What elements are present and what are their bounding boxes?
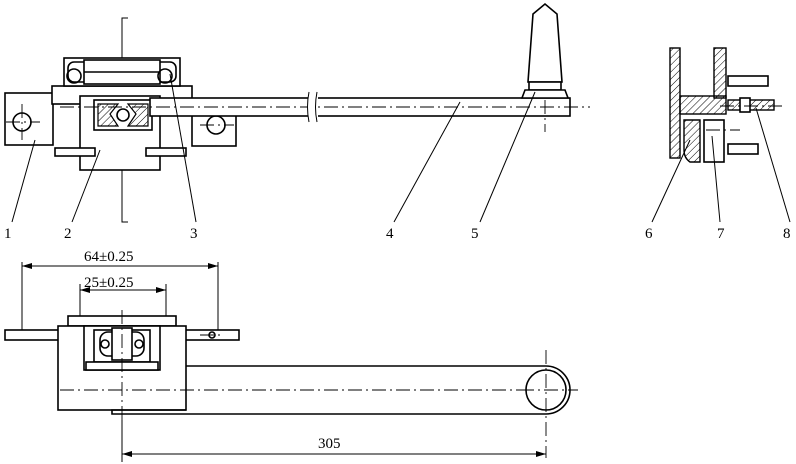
dim-arm-length: 305	[318, 436, 341, 452]
part-label-8: 8	[783, 226, 791, 242]
arm-break-right	[315, 91, 318, 123]
leader-3	[169, 73, 197, 223]
part-label-4: 4	[386, 226, 394, 242]
plan-pin-left	[100, 339, 110, 349]
left-flange	[54, 147, 96, 157]
plan-pin-right	[134, 339, 144, 349]
leader-4	[393, 101, 461, 223]
side-pin-head	[739, 97, 751, 113]
clamp-pin-left	[66, 68, 82, 84]
part-label-5: 5	[471, 226, 479, 242]
dim305-arrow-right	[536, 451, 546, 457]
part-label-2: 2	[64, 226, 72, 242]
part-label-6: 6	[645, 226, 653, 242]
knob-base	[520, 89, 570, 99]
dim25-arrow-left	[80, 287, 90, 293]
arm-break-gap	[308, 92, 318, 122]
part-label-7: 7	[717, 226, 725, 242]
slot-hatch-right	[126, 103, 149, 127]
leader-7	[711, 135, 721, 223]
leader-1	[11, 139, 36, 223]
part-label-1: 1	[4, 226, 12, 242]
dim-overall-width: 64±0.25	[84, 249, 133, 265]
part-label-3: 3	[190, 226, 198, 242]
right-flange	[145, 147, 187, 157]
clamp-pin-right	[157, 68, 173, 84]
knob-collar	[528, 81, 562, 91]
side-plate-left	[669, 47, 681, 159]
dim64-arrow-left	[22, 263, 32, 269]
side-lower-arm	[727, 143, 759, 155]
slot-hatch-left	[97, 103, 120, 127]
dim25-arrow-right	[156, 287, 166, 293]
plan-view: 64±0.25 25±0.25 305	[4, 249, 578, 462]
leader-5	[479, 91, 536, 223]
side-section-view: 6 7 8	[645, 47, 791, 242]
dim64-arrow-right	[208, 263, 218, 269]
front-view: 1 2 3 4 5	[4, 2, 590, 242]
leader-6	[651, 139, 691, 223]
arm-break-left	[307, 91, 310, 123]
slot-pin	[116, 108, 130, 122]
leader-2	[71, 149, 101, 223]
side-upper-arm	[727, 75, 769, 87]
dim-inner-width: 25±0.25	[84, 275, 133, 291]
left-mount-plate	[4, 92, 54, 146]
dim305-arrow-left	[122, 451, 132, 457]
side-pin	[727, 99, 775, 111]
knob-grip	[527, 2, 563, 83]
plan-long-arm	[111, 365, 571, 415]
side-lower-block	[683, 119, 701, 163]
side-plate-right	[713, 47, 727, 99]
side-crossbar	[679, 95, 727, 115]
leader-8	[755, 107, 791, 223]
